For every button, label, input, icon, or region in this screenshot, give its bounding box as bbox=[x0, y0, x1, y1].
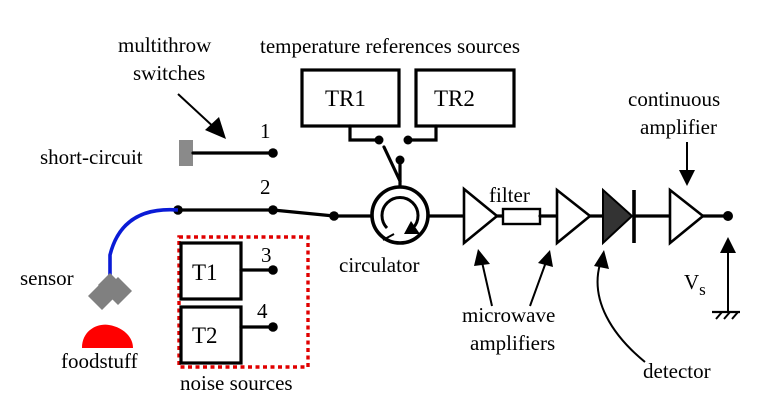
t2-label: T2 bbox=[192, 323, 218, 348]
foodstuff-label: foodstuff bbox=[61, 349, 138, 373]
tr1-contact bbox=[374, 135, 384, 145]
tr2-box bbox=[414, 68, 516, 128]
microwave-label-line1: microwave bbox=[462, 303, 555, 327]
sensor-head-base bbox=[88, 282, 116, 310]
mw-arrow-2-line bbox=[529, 261, 547, 307]
port-4-contact bbox=[268, 322, 278, 332]
microwave-label-line2: amplifiers bbox=[470, 331, 555, 355]
sensor-label: sensor bbox=[20, 266, 74, 290]
ground-hatch-3 bbox=[731, 311, 739, 320]
detector-arrow-head bbox=[594, 250, 609, 269]
continuous-amplifier bbox=[668, 187, 706, 246]
port-4-label: 4 bbox=[257, 299, 268, 323]
continuous-label-line2: amplifier bbox=[640, 115, 717, 139]
port-1-contact bbox=[268, 148, 278, 158]
ground-hatch-2 bbox=[723, 311, 731, 320]
mw-arrow-1-line bbox=[481, 261, 493, 307]
temperature-references-label: temperature references sources bbox=[260, 34, 520, 58]
multithrow-switch-blade bbox=[271, 208, 336, 218]
vs-label: Vs bbox=[684, 270, 706, 299]
circulator-outer-circle bbox=[370, 185, 430, 245]
noise-sources-label: noise sources bbox=[180, 371, 293, 395]
multithrow-label-line1: multithrow bbox=[118, 33, 212, 57]
microwave-amplifier-2 bbox=[555, 187, 593, 246]
port-1-label: 1 bbox=[260, 119, 271, 143]
detector-arrow-line bbox=[596, 263, 646, 363]
sensor-cable bbox=[108, 207, 179, 285]
vs-main: V bbox=[684, 270, 699, 294]
output-terminal bbox=[723, 211, 733, 221]
short-circuit-label: short-circuit bbox=[40, 145, 143, 169]
tr1-lead bbox=[348, 124, 381, 142]
t2-box bbox=[179, 305, 243, 365]
tr2-contact bbox=[403, 135, 413, 145]
short-circuit-cap bbox=[179, 140, 193, 166]
vs-sub: s bbox=[699, 280, 706, 299]
filter-box bbox=[501, 207, 542, 226]
noise-sources-box bbox=[177, 235, 310, 369]
port-2-label: 2 bbox=[260, 175, 271, 199]
microwave-amplifier-1 bbox=[462, 186, 500, 246]
circulator-arrow-head bbox=[404, 221, 420, 234]
circulator-label: circulator bbox=[339, 253, 419, 277]
multithrow-arrow-head bbox=[205, 117, 226, 139]
t1-label: T1 bbox=[192, 260, 218, 285]
tr2-label: TR2 bbox=[434, 86, 475, 111]
circulator-pointer bbox=[382, 233, 395, 241]
tr1-label: TR1 bbox=[325, 86, 366, 111]
circulator-rotation-arc bbox=[380, 196, 420, 230]
foodstuff-shape bbox=[82, 324, 133, 348]
continuous-label-line1: continuous bbox=[628, 87, 720, 111]
circulator-switch-arm bbox=[382, 145, 402, 183]
multithrow-label-line2: switches bbox=[133, 61, 205, 85]
detector-diode bbox=[602, 187, 634, 246]
filter-label: filter bbox=[489, 183, 530, 207]
port-3-contact bbox=[268, 265, 278, 275]
sensor-head bbox=[88, 273, 132, 310]
detector-label: detector bbox=[643, 359, 711, 383]
ground-hatch-1 bbox=[715, 311, 723, 320]
continuous-arrow-head bbox=[679, 170, 695, 186]
port-3-label: 3 bbox=[261, 243, 272, 267]
tr2-lead bbox=[406, 124, 438, 142]
mw-arrow-2-head bbox=[538, 250, 553, 267]
vs-arrow-head bbox=[720, 237, 736, 253]
mw-arrow-1-head bbox=[474, 249, 490, 266]
t1-box bbox=[179, 241, 243, 301]
